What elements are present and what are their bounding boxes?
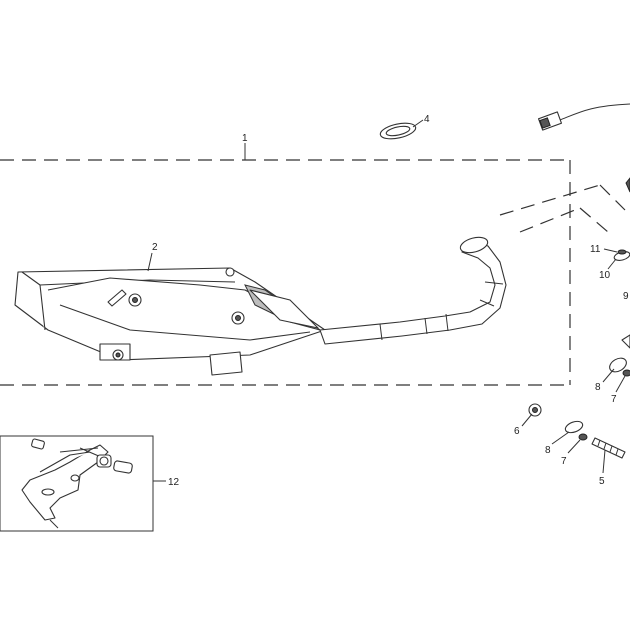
nut-part-6: [528, 403, 542, 417]
callout-labels: 1 2 4 5 6 7 7 8 8 9 10 11 12: [152, 114, 629, 488]
callout-12: 12: [168, 477, 180, 488]
callout-10: 10: [599, 270, 611, 281]
callout-11: 11: [590, 244, 601, 255]
callout-5: 5: [599, 476, 605, 487]
bracket-inset-part-12: [0, 435, 154, 532]
muffler-part-2: [14, 267, 326, 376]
edge-fragment-upper: [625, 177, 630, 193]
washer-part-8-lower: [564, 420, 584, 434]
spacer-part-7-lower: [578, 433, 588, 441]
callout-4: 4: [424, 114, 430, 125]
exhaust-header-pipe: [319, 236, 507, 345]
callout-7-lower: 7: [561, 456, 567, 467]
callout-1: 1: [242, 133, 248, 144]
callout-8-lower: 8: [545, 445, 551, 456]
spacer-part-7-upper: [622, 369, 630, 377]
leader-lines: [147, 119, 626, 482]
edge-fragment-mid: [621, 334, 630, 349]
assembly-boundary-1: [0, 159, 571, 386]
dashed-extension-lines: [499, 184, 626, 233]
callout-2: 2: [152, 242, 158, 253]
clip-part-11: [617, 249, 627, 255]
callout-7-upper: 7: [611, 394, 617, 405]
washer-part-8-upper: [609, 357, 627, 373]
o2-sensor: [538, 103, 630, 131]
bolt-part-5: [591, 437, 626, 459]
callout-9: 9: [623, 291, 629, 302]
gasket-part-4: [379, 122, 417, 140]
callout-8-upper: 8: [595, 382, 601, 393]
callout-6: 6: [514, 426, 520, 437]
